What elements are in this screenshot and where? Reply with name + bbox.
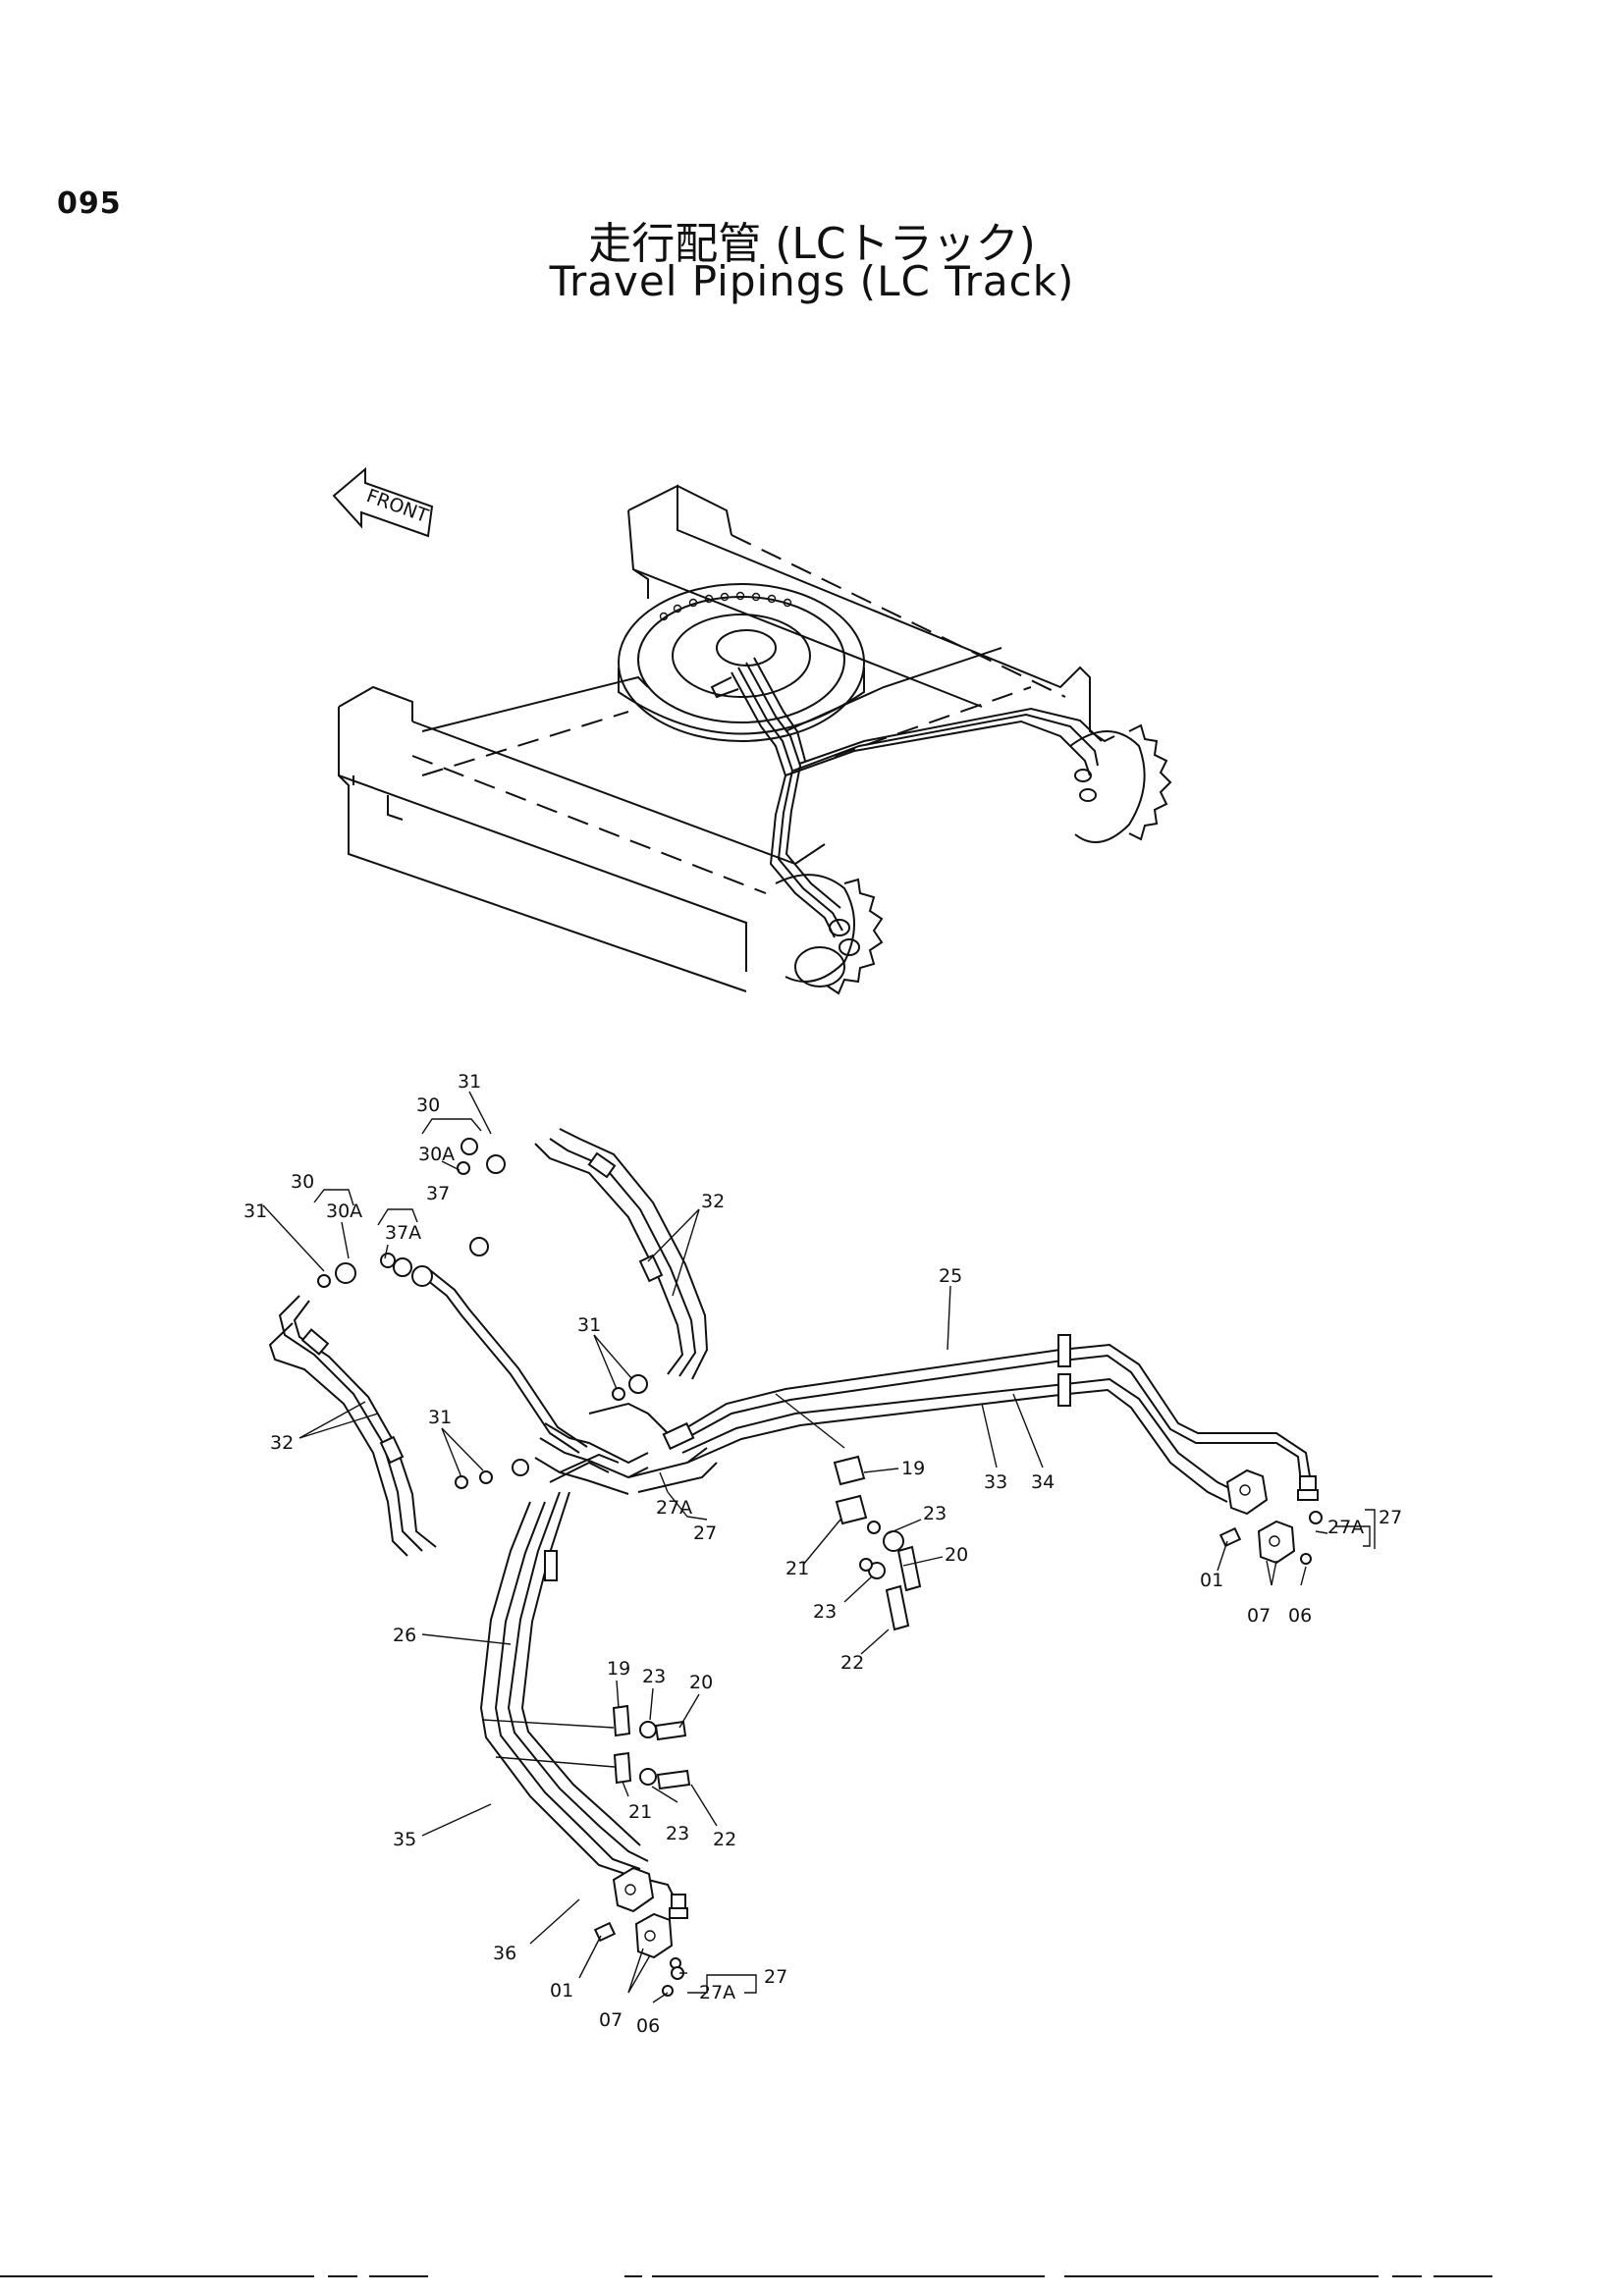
callout-27: 27: [764, 1966, 787, 1988]
callout-07: 07: [599, 2009, 623, 2031]
callout-32: 32: [270, 1432, 294, 1454]
callout-07: 07: [1247, 1605, 1271, 1627]
callout-23: 23: [923, 1503, 947, 1524]
callout-27A: 27A: [1327, 1517, 1364, 1538]
callout-06: 06: [636, 2015, 660, 2037]
callout-30A: 30A: [326, 1201, 362, 1222]
callout-30A: 30A: [418, 1144, 455, 1165]
callout-labels: 31 30 30A 30 30A 31 37 37A 32 31 32 31 2…: [244, 1071, 1402, 2037]
callout-31: 31: [577, 1314, 601, 1336]
callout-27: 27: [693, 1522, 717, 1544]
page-number: 095: [57, 187, 122, 221]
callout-20: 20: [689, 1672, 713, 1693]
callout-37A: 37A: [385, 1222, 421, 1244]
callout-34: 34: [1031, 1471, 1055, 1493]
callout-31: 31: [428, 1407, 452, 1428]
title-english: Travel Pipings (LC Track): [549, 257, 1075, 305]
callout-36: 36: [493, 1943, 516, 1964]
callout-33: 33: [984, 1471, 1007, 1493]
track-frame-drawing: [338, 484, 1172, 995]
title-japanese: 走行配管 (LCトラック): [588, 219, 1036, 269]
callout-27: 27: [1379, 1507, 1402, 1528]
callout-37: 37: [426, 1183, 450, 1204]
callout-23: 23: [813, 1601, 837, 1623]
callout-21: 21: [785, 1558, 809, 1579]
callout-32: 32: [701, 1191, 725, 1212]
footer-rule: [0, 2275, 1624, 2277]
callout-35: 35: [393, 1829, 416, 1850]
callout-23: 23: [666, 1823, 689, 1844]
callout-21: 21: [628, 1801, 652, 1823]
callout-01: 01: [550, 1980, 573, 2002]
front-arrow-icon: FRONT: [332, 466, 434, 538]
callout-25: 25: [939, 1265, 962, 1287]
callout-01: 01: [1200, 1570, 1223, 1591]
piping-exploded-view: [268, 1128, 1323, 1997]
callout-27A: 27A: [656, 1497, 692, 1519]
callout-23: 23: [642, 1666, 666, 1687]
callout-26: 26: [393, 1625, 416, 1646]
callout-30: 30: [416, 1095, 440, 1116]
callout-19: 19: [607, 1658, 630, 1680]
callout-31: 31: [244, 1201, 267, 1222]
leader-lines: [262, 1091, 1376, 2003]
callout-27A: 27A: [699, 1982, 735, 2003]
callout-06: 06: [1288, 1605, 1312, 1627]
callout-31: 31: [458, 1071, 481, 1093]
callout-22: 22: [713, 1829, 736, 1850]
callout-22: 22: [840, 1652, 864, 1674]
front-label: FRONT: [363, 485, 431, 527]
callout-20: 20: [945, 1544, 968, 1566]
callout-30: 30: [291, 1171, 314, 1193]
callout-19: 19: [901, 1458, 925, 1479]
